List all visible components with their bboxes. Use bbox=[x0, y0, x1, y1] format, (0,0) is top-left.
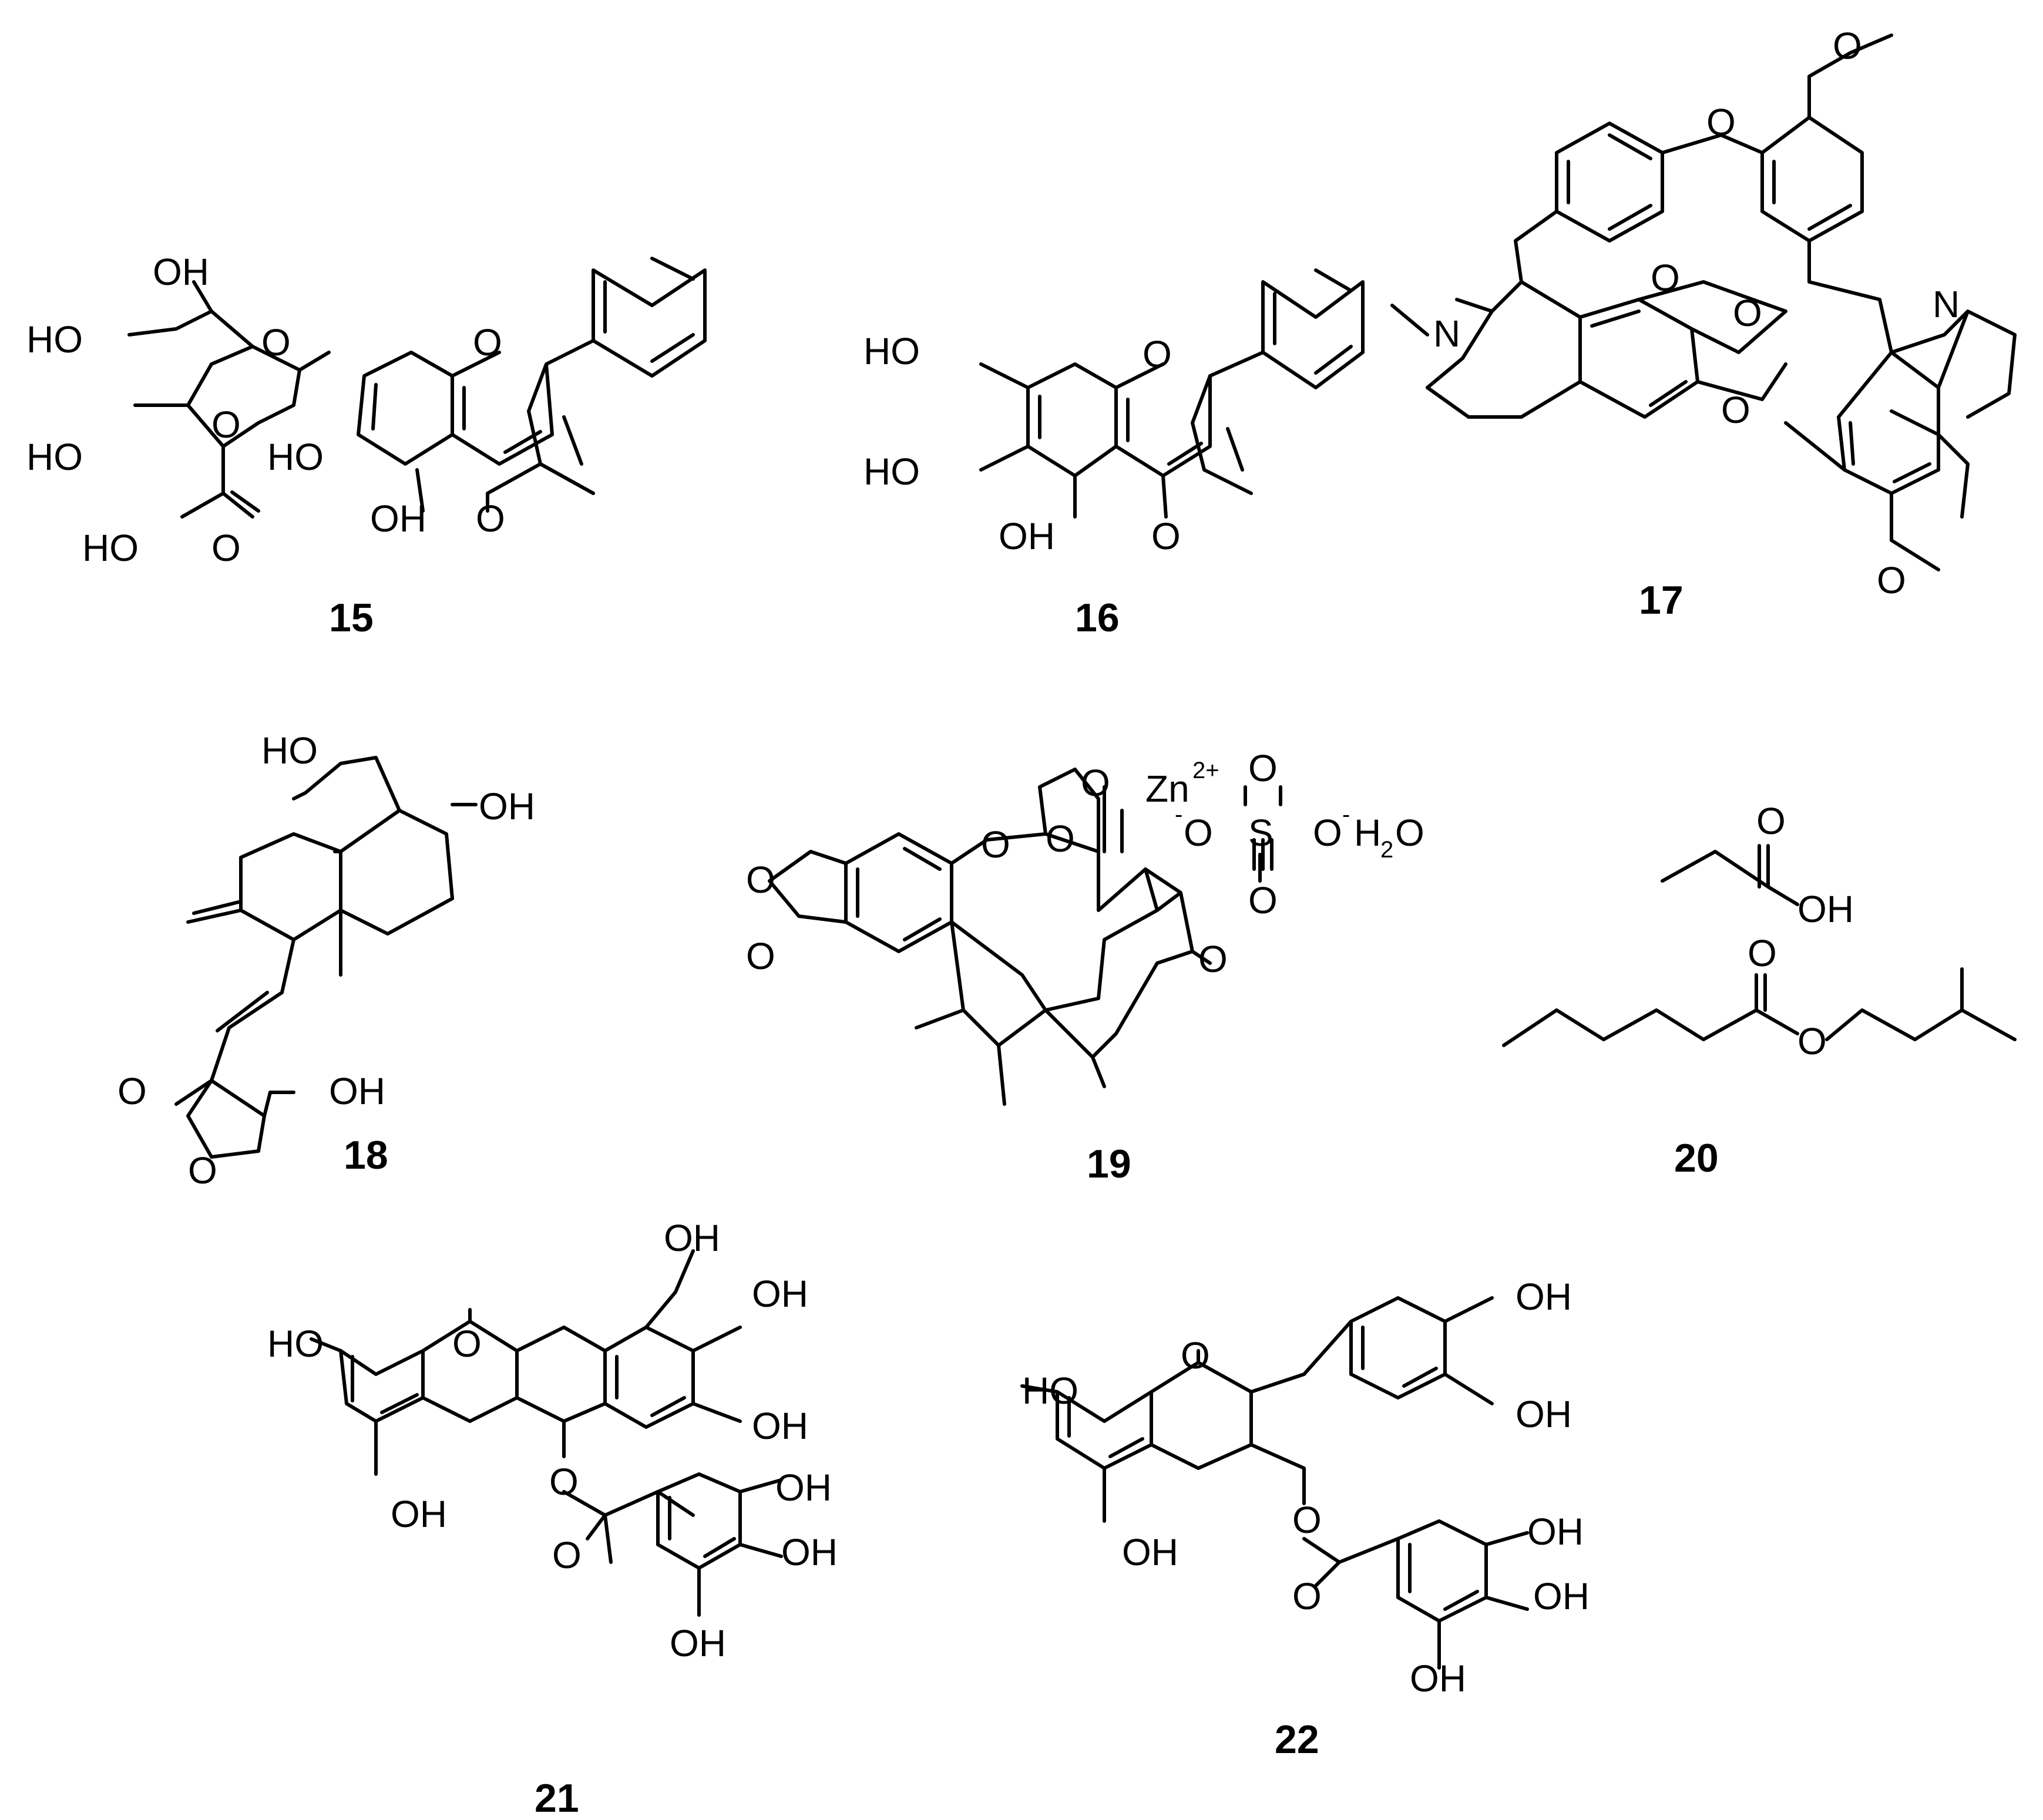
label-22-o-ester: O bbox=[1292, 1499, 1322, 1541]
compound-label-16: 16 bbox=[1075, 596, 1120, 640]
compound-21: HO O OH OH OH OH O O OH OH OH 21 bbox=[267, 1217, 838, 1820]
label-22-oh-g: OH bbox=[1410, 1657, 1466, 1700]
label-19-o3: O bbox=[981, 823, 1010, 866]
label-22-ho: HO bbox=[1022, 1370, 1078, 1412]
label-18-ho: HO bbox=[261, 729, 318, 772]
label-19-h2o-o: O bbox=[1395, 812, 1424, 854]
label-15-o-sugar: O bbox=[211, 403, 241, 446]
label-19-o1: O bbox=[746, 859, 775, 901]
label-22-oh-f: OH bbox=[1533, 1575, 1590, 1617]
label-17-n2: N bbox=[1933, 283, 1960, 325]
label-19-h2o-2: 2 bbox=[1380, 837, 1393, 863]
compound-label-22: 22 bbox=[1275, 1717, 1319, 1762]
label-17-o-top: O bbox=[1833, 25, 1862, 67]
bonds-18 bbox=[174, 756, 478, 1159]
label-19-so-bottom: O bbox=[1248, 879, 1278, 921]
label-19-minus-1: - bbox=[1175, 802, 1182, 827]
label-15-o-ring: O bbox=[473, 321, 502, 364]
compound-20: O OH O O 20 bbox=[1502, 800, 2017, 1180]
label-22-oh-e: OH bbox=[1527, 1511, 1584, 1553]
bonds-20 bbox=[1502, 844, 2017, 1047]
bonds-21 bbox=[310, 1249, 783, 1617]
label-19-so-top: O bbox=[1248, 747, 1278, 789]
label-15-acid-o: O bbox=[211, 527, 241, 569]
label-16-oh1: HO bbox=[863, 330, 920, 372]
label-15-oh2: HO bbox=[26, 318, 83, 361]
compound-label-18: 18 bbox=[344, 1133, 388, 1178]
label-19-o2: O bbox=[746, 935, 775, 977]
label-18-o-ring: O bbox=[188, 1149, 217, 1192]
label-17-o3: O bbox=[1721, 389, 1750, 431]
label-19-o5: O bbox=[1046, 818, 1075, 860]
label-20-o3: O bbox=[1797, 1020, 1827, 1062]
compound-16: HO HO O OH O 16 bbox=[863, 268, 1365, 640]
label-18-oh2: OH bbox=[329, 1070, 385, 1112]
label-21-oh-b: OH bbox=[752, 1273, 808, 1315]
compound-15: OH HO O O O HO HO OH O HO O 15 bbox=[26, 251, 707, 640]
label-21-ho: HO bbox=[267, 1323, 324, 1365]
label-15-oh5: OH bbox=[370, 497, 426, 540]
label-20-oh: OH bbox=[1797, 888, 1854, 930]
label-17-o-bottom: O bbox=[1877, 559, 1906, 601]
label-16-oh2: HO bbox=[863, 450, 920, 493]
label-18-oh1: OH bbox=[479, 785, 535, 827]
compound-22: HO O OH OH OH O O OH OH OH 22 bbox=[1020, 1276, 1590, 1762]
compound-label-19: 19 bbox=[1087, 1142, 1131, 1186]
label-21-o-ring: O bbox=[452, 1323, 482, 1365]
label-22-o-ring: O bbox=[1181, 1334, 1210, 1377]
bonds-19 bbox=[768, 768, 1282, 1106]
label-18-o-keto: O bbox=[117, 1070, 147, 1112]
compound-label-17: 17 bbox=[1639, 578, 1684, 623]
label-15-o-keto: O bbox=[476, 497, 505, 540]
bonds-16 bbox=[979, 268, 1365, 519]
label-20-o1: O bbox=[1756, 800, 1786, 842]
label-17-n1: N bbox=[1433, 312, 1460, 355]
label-19-zn-charge: 2+ bbox=[1192, 758, 1219, 783]
compound-label-20: 20 bbox=[1674, 1136, 1719, 1180]
label-16-oh3: OH bbox=[999, 515, 1055, 557]
label-19-o-keto: O bbox=[1198, 938, 1228, 980]
label-19-minus-2: - bbox=[1342, 802, 1350, 827]
bonds-15 bbox=[127, 257, 707, 519]
label-19-o4: O bbox=[1081, 762, 1110, 804]
label-17-o2: O bbox=[1733, 292, 1762, 334]
compound-label-21: 21 bbox=[535, 1776, 579, 1820]
label-17-o1: O bbox=[1651, 257, 1680, 299]
label-20-o2: O bbox=[1748, 932, 1777, 974]
label-15-oh1: OH bbox=[153, 251, 209, 293]
bonds-22 bbox=[1020, 1296, 1529, 1670]
label-19-s: S bbox=[1248, 812, 1273, 854]
label-21-oh-g: OH bbox=[670, 1622, 726, 1664]
label-15-o-link: O bbox=[261, 321, 291, 364]
label-19-zn: Zn bbox=[1145, 768, 1189, 810]
label-16-o-keto: O bbox=[1151, 515, 1181, 557]
compound-label-15: 15 bbox=[329, 596, 374, 640]
label-21-o-keto: O bbox=[552, 1534, 582, 1576]
label-22-oh-d: OH bbox=[1122, 1531, 1178, 1573]
label-21-oh-e: OH bbox=[775, 1466, 832, 1509]
label-19-so-left: O bbox=[1184, 812, 1213, 854]
label-21-oh-f: OH bbox=[781, 1531, 838, 1573]
compound-18: HO OH OH O O 18 bbox=[117, 729, 535, 1192]
label-15-oh4: HO bbox=[267, 436, 324, 478]
label-21-oh-c: OH bbox=[752, 1405, 808, 1447]
label-15-oh3: HO bbox=[26, 436, 83, 478]
label-19-h2o-h: H bbox=[1354, 812, 1381, 854]
label-15-acid-ho: HO bbox=[82, 527, 139, 569]
label-22-oh-b: OH bbox=[1516, 1393, 1572, 1435]
label-16-o-ring: O bbox=[1143, 333, 1172, 375]
bonds-17 bbox=[1390, 33, 2017, 571]
label-22-o-keto: O bbox=[1292, 1575, 1322, 1617]
label-21-oh-d: OH bbox=[391, 1493, 447, 1535]
compound-19: O O O O O O Zn 2+ O - O S O - H 2 O O 19 bbox=[746, 747, 1424, 1186]
compound-17: O O O O N N O O 17 bbox=[1390, 25, 2017, 623]
label-17-o-link: O bbox=[1706, 101, 1736, 143]
label-22-oh-a: OH bbox=[1516, 1276, 1572, 1318]
label-21-oh-a: OH bbox=[664, 1217, 720, 1259]
label-21-o-ester: O bbox=[549, 1461, 579, 1503]
label-19-so-right: O bbox=[1313, 812, 1342, 854]
